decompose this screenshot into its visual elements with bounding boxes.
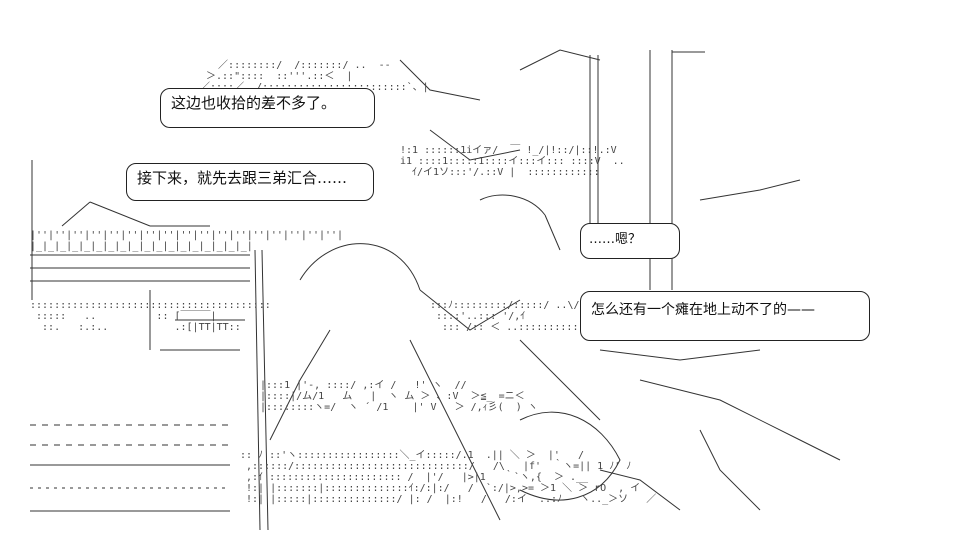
- speech-text-3: ……嗯？: [589, 232, 642, 247]
- speech-text-4: 怎么还有一个瘫在地上动不了的——: [591, 302, 815, 318]
- ascii-fragment: :: ﾉ ::'ヽ:::::::::::::::::＼_イ:::::/.1 .|…: [240, 450, 657, 505]
- speech-bubble-1: 这边也收拾的差不多了。: [160, 88, 375, 128]
- ascii-fragment: |''|''|''|''|''|''|''|''|''|''|''|''|''|…: [30, 230, 344, 252]
- speech-bubble-2: 接下来，就先去跟三弟汇合……: [126, 163, 374, 201]
- speech-bubble-3: ……嗯？: [580, 223, 680, 259]
- speech-bubble-4: 怎么还有一个瘫在地上动不了的——: [580, 291, 870, 341]
- ascii-fragment: ／::::::::/ /:::::::/ .. -‐ ＞.::":::: ::'…: [200, 60, 429, 93]
- speech-text-2: 接下来，就先去跟三弟汇合……: [137, 169, 348, 187]
- ascii-fragment: |:::1 |'‐, ::::/ ,:イ / !' ヽ // |::::|/ム/…: [260, 380, 538, 413]
- speech-text-1: 这边也收拾的差不多了。: [171, 94, 337, 112]
- ascii-fragment: ::::::::::::::::::::::::::::::::::::::::…: [30, 300, 271, 333]
- ascii-fragment: !:1 ::::::1iイァ/ ￣ !_/|!::/|::!.:V i1 :::…: [400, 145, 625, 178]
